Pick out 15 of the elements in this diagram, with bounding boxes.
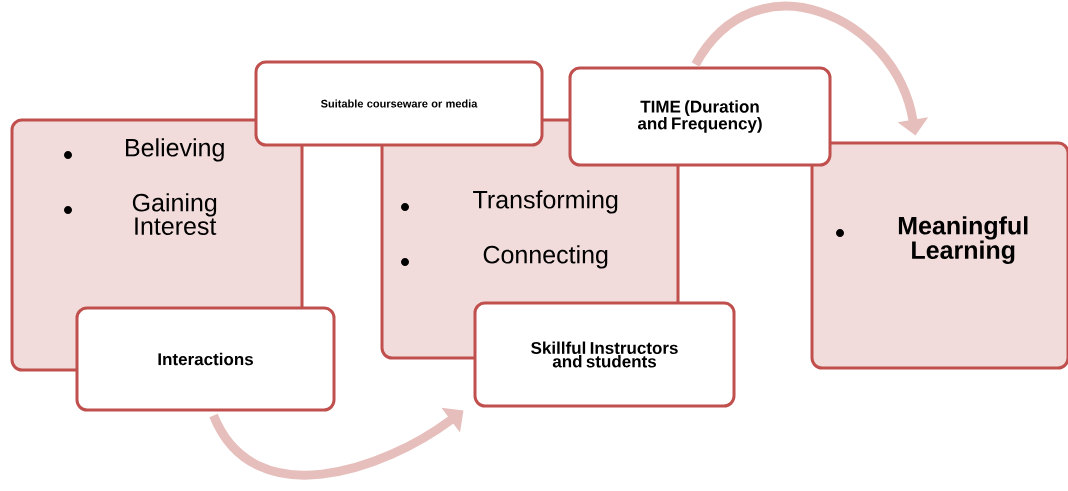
curved-arrow [209, 407, 464, 480]
bullet-text: Believing [126, 138, 224, 162]
bullet-text: Gaining Interest [132, 193, 217, 235]
box-text: Skillful Instructors and students [531, 341, 678, 368]
label-box [75, 306, 336, 412]
label-box [568, 66, 832, 167]
bullet-box [810, 141, 1068, 370]
bullet-text: Transforming [473, 190, 618, 214]
bullet-text: Connecting [483, 245, 608, 269]
label-box [254, 60, 544, 147]
box-text: Interactions [158, 352, 253, 366]
box-text: Suitable courseware or media [320, 99, 478, 108]
label-box [473, 301, 736, 408]
box-text: TIME (Duration and Frequency) [637, 100, 762, 133]
bullet-text: Meaningful Learning [898, 216, 1028, 265]
